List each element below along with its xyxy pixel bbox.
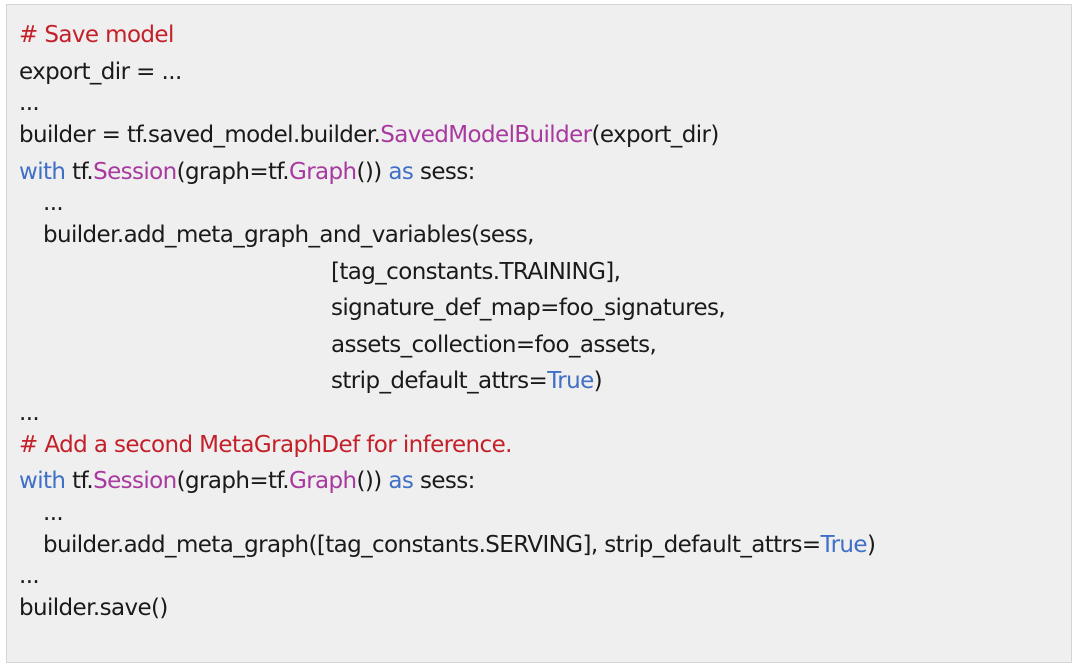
code-comment-second-metagraph: # Add a second MetaGraphDef for inferenc… [19,431,512,458]
tf-prefix: tf. [65,158,94,185]
code-signature-def-map: signature_def_map=foo_signatures, [331,295,726,321]
code-builder-assign: builder = tf.saved_model.builder.SavedMo… [19,117,1071,154]
code-add-meta-graph: builder.add_meta_graph([tag_constants.SE… [19,527,1071,564]
code-comment-save-model: # Save model [19,22,174,48]
graph-close: ()) [356,468,383,494]
code-ellipsis: ... [19,399,40,426]
builder-assign-text: builder = tf.saved_model.builder. [19,122,381,148]
session-function: Session [93,468,177,494]
code-with-session-1: with tf.Session(graph=tf.Graph()) as ses… [19,154,1071,191]
with-keyword: with [19,158,66,185]
code-block: # Save model export_dir = ... ... builde… [6,4,1072,663]
session-function: Session [93,158,177,185]
graph-function: Graph [288,158,357,185]
graph-function: Graph [288,468,357,494]
strip-default-attrs-text: strip_default_attrs= [331,368,548,394]
code-strip-default-attrs: strip_default_attrs=True) [19,363,1071,400]
saved-model-builder-class: SavedModelBuilder [380,122,592,148]
graph-close: ()) [356,158,383,185]
close-paren: ) [866,531,876,558]
true-literal: True [547,368,594,394]
code-builder-save: builder.save() [19,595,168,621]
true-literal: True [820,531,868,558]
code-tag-training: [tag_constants.TRAINING], [331,258,621,285]
with-keyword: with [19,468,66,494]
close-paren: ) [593,368,603,394]
code-ellipsis: ... [43,499,64,526]
sess-colon: sess: [413,158,475,185]
add-meta-graph-text: builder.add_meta_graph([tag_constants.SE… [43,531,821,558]
graph-arg: (graph=tf. [176,468,290,494]
code-ellipsis: ... [19,563,40,589]
tf-prefix: tf. [65,468,94,494]
graph-arg: (graph=tf. [176,158,290,185]
code-ellipsis: ... [19,90,40,116]
code-add-meta-graph-and-variables: builder.add_meta_graph_and_variables(ses… [43,222,534,248]
code-export-dir: export_dir = ... [19,58,182,85]
code-with-session-2: with tf.Session(graph=tf.Graph()) as ses… [19,463,1071,500]
as-keyword: as [381,468,414,494]
as-keyword: as [381,158,414,185]
builder-args: (export_dir) [591,122,720,148]
code-ellipsis: ... [43,190,64,216]
code-assets-collection: assets_collection=foo_assets, [331,331,657,358]
sess-colon: sess: [413,468,475,494]
